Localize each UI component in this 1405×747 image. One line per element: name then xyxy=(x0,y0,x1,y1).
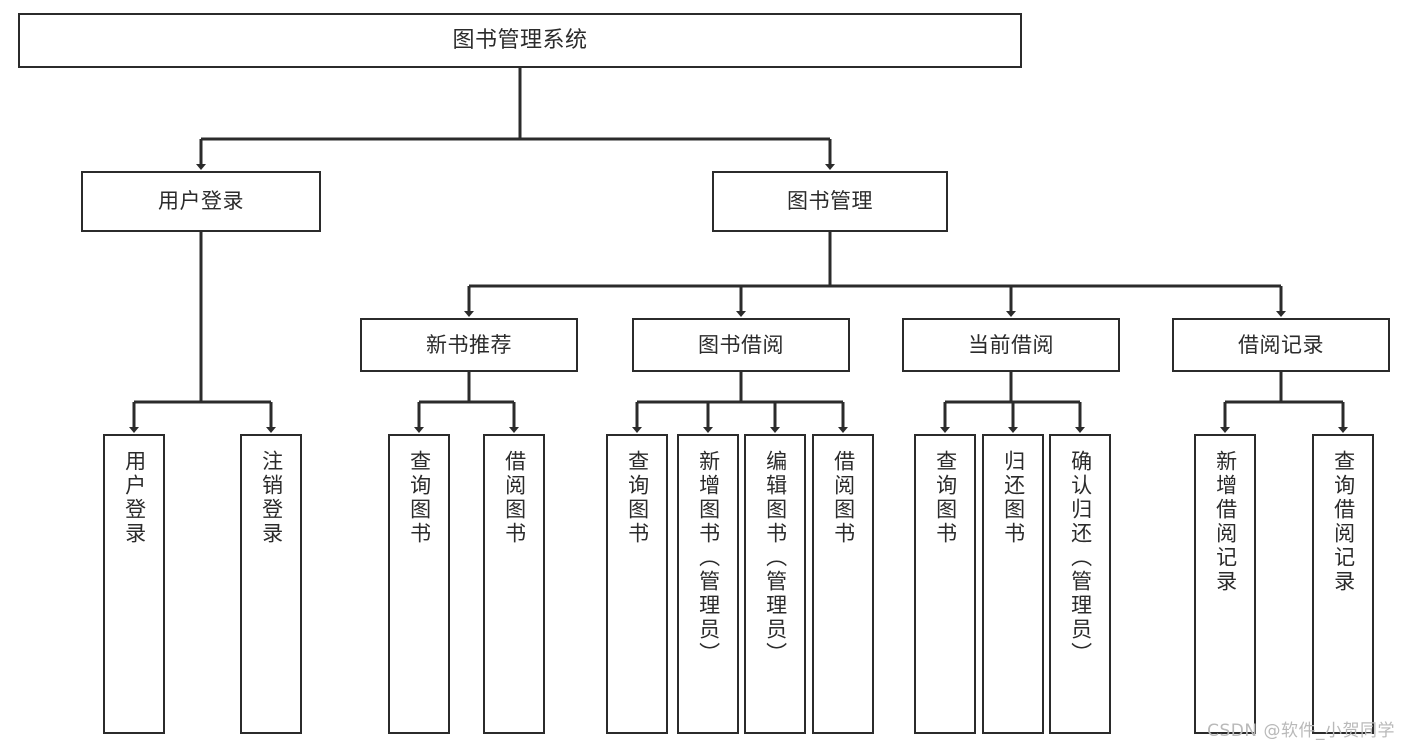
node-label: 借阅图书 xyxy=(502,450,527,546)
node-f10[interactable]: 归还图书 xyxy=(982,434,1044,734)
node-label: 用户登录 xyxy=(158,189,244,214)
node-l2b[interactable]: 图书借阅 xyxy=(632,318,850,372)
node-f1[interactable]: 用户登录 xyxy=(103,434,165,734)
node-label: 查询图书 xyxy=(407,450,432,546)
node-label: 图书管理系统 xyxy=(452,27,588,53)
node-l2a[interactable]: 新书推荐 xyxy=(360,318,578,372)
node-label: 图书管理 xyxy=(787,189,873,214)
node-f9[interactable]: 查询图书 xyxy=(914,434,976,734)
node-f13[interactable]: 查询借阅记录 xyxy=(1312,434,1374,734)
node-f12[interactable]: 新增借阅记录 xyxy=(1194,434,1256,734)
node-label: 用户登录 xyxy=(122,450,147,546)
node-label: 图书借阅 xyxy=(698,332,784,357)
node-f7[interactable]: 编辑图书（管理员） xyxy=(744,434,806,734)
node-label: 借阅记录 xyxy=(1238,332,1324,357)
node-l1b[interactable]: 图书管理 xyxy=(712,171,948,232)
node-f5[interactable]: 查询图书 xyxy=(606,434,668,734)
node-label: 查询图书 xyxy=(933,450,958,546)
node-f6[interactable]: 新增图书（管理员） xyxy=(677,434,739,734)
node-label: 新增图书（管理员） xyxy=(696,450,721,666)
node-l1a[interactable]: 用户登录 xyxy=(81,171,321,232)
node-f3[interactable]: 查询图书 xyxy=(388,434,450,734)
node-root[interactable]: 图书管理系统 xyxy=(18,13,1022,68)
watermark-text: CSDN @软件_小贺同学 xyxy=(1207,721,1395,741)
node-label: 确认归还（管理员） xyxy=(1068,450,1093,666)
node-label: 编辑图书（管理员） xyxy=(763,450,788,666)
node-label: 借阅图书 xyxy=(831,450,856,546)
node-label: 注销登录 xyxy=(259,450,284,546)
node-l2c[interactable]: 当前借阅 xyxy=(902,318,1120,372)
node-f11[interactable]: 确认归还（管理员） xyxy=(1049,434,1111,734)
node-label: 查询图书 xyxy=(625,450,650,546)
node-l2d[interactable]: 借阅记录 xyxy=(1172,318,1390,372)
node-label: 新增借阅记录 xyxy=(1213,450,1238,594)
node-label: 当前借阅 xyxy=(968,332,1054,357)
node-label: 归还图书 xyxy=(1001,450,1026,546)
node-f8[interactable]: 借阅图书 xyxy=(812,434,874,734)
node-label: 查询借阅记录 xyxy=(1331,450,1356,594)
node-f4[interactable]: 借阅图书 xyxy=(483,434,545,734)
node-f2[interactable]: 注销登录 xyxy=(240,434,302,734)
node-label: 新书推荐 xyxy=(426,332,512,357)
